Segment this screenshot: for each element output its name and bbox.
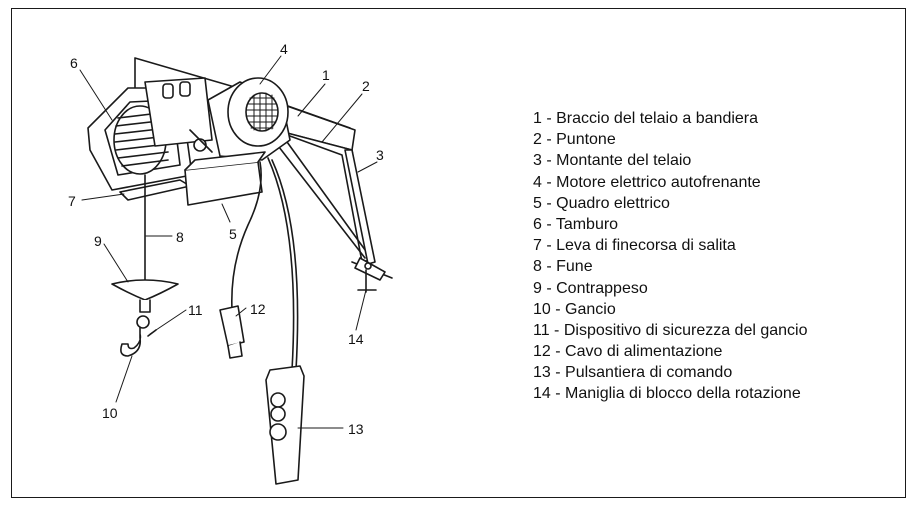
callout-12: 12 (250, 301, 266, 317)
callout-3: 3 (376, 147, 384, 163)
callout-2: 2 (362, 78, 370, 94)
drum-housing (87, 77, 213, 191)
power-cable (219, 161, 262, 359)
callout-13: 13 (348, 421, 364, 437)
legend-item: 4 - Motore elettrico autofrenante (533, 173, 761, 191)
strut (267, 127, 371, 263)
legend-item: 10 - Gancio (533, 300, 616, 318)
legend-item: 6 - Tamburo (533, 215, 619, 233)
legend-item: 12 - Cavo di alimentazione (533, 343, 723, 361)
counterweight (111, 279, 179, 313)
callout-5: 5 (229, 226, 237, 242)
callout-11: 11 (188, 302, 203, 318)
parts-legend: 1 - Braccio del telaio a bandiera 2 - Pu… (533, 108, 808, 405)
callout-14: 14 (348, 331, 364, 347)
leader-lines (79, 55, 378, 429)
callout-1: 1 (322, 67, 330, 83)
legend-item: 5 - Quadro elettrico (533, 194, 670, 212)
hook (120, 315, 157, 357)
motor (207, 77, 291, 161)
legend-item: 13 - Pulsantiera di comando (533, 364, 733, 382)
legend-item: 7 - Leva di finecorsa di salita (533, 237, 736, 255)
callout-9: 9 (94, 233, 102, 249)
callout-6: 6 (70, 55, 78, 71)
rotation-lock-handle (351, 257, 393, 293)
legend-item: 9 - Contrappeso (533, 279, 648, 297)
legend-item: 2 - Puntone (533, 131, 616, 149)
legend-item: 3 - Montante del telaio (533, 152, 692, 170)
frame-post (344, 149, 376, 265)
legend-item: 14 - Maniglia di blocco della rotazione (533, 385, 801, 403)
callout-7: 7 (68, 193, 76, 209)
legend-item: 8 - Fune (533, 258, 593, 276)
callout-8: 8 (176, 229, 184, 245)
legend-item: 1 - Braccio del telaio a bandiera (533, 110, 759, 127)
pendant-control (265, 157, 305, 485)
legend-item: 11 - Dispositivo di sicurezza del gancio (533, 321, 808, 339)
callout-10: 10 (102, 405, 118, 421)
control-box (184, 151, 266, 206)
callout-4: 4 (280, 41, 288, 57)
